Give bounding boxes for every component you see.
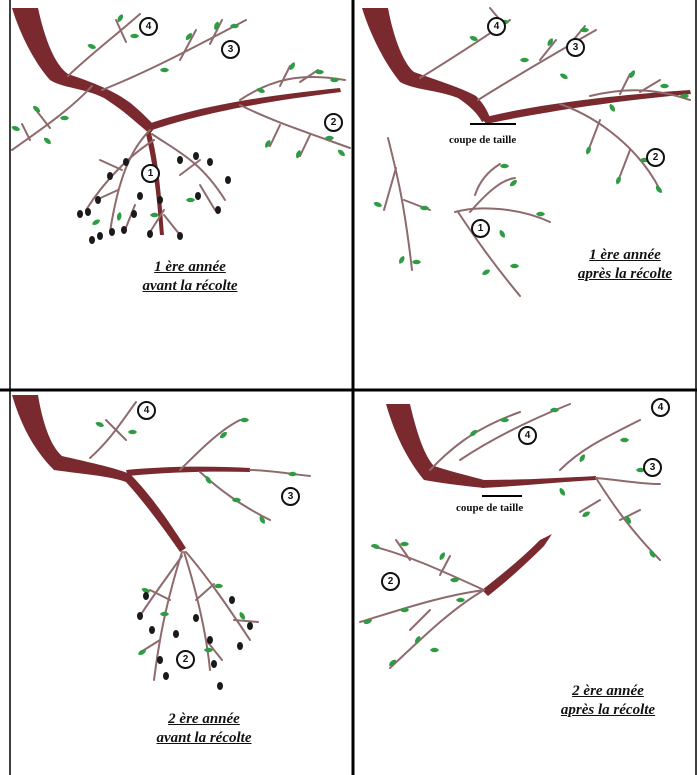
branch-number-badge: 1 — [141, 164, 160, 183]
caption-line-1: 2 ère année — [538, 682, 678, 701]
branch-number-badge: 3 — [221, 40, 240, 59]
branch-number-badge: 4 — [651, 398, 670, 417]
cut-label: coupe de taille — [449, 134, 516, 146]
branch-number-badge: 1 — [471, 219, 490, 238]
branch-number-badge: 3 — [281, 487, 300, 506]
branch-number-badge: 3 — [566, 38, 585, 57]
cut-branch-2 — [482, 534, 552, 596]
cut-label: coupe de taille — [456, 502, 523, 514]
panel-1-caption: 1 ère année avant la récolte — [120, 258, 260, 296]
caption-line-1: 2 ère année — [134, 710, 274, 729]
leaves — [373, 20, 689, 277]
caption-line-2: après la récolte — [555, 265, 695, 284]
branch-number-badge: 2 — [646, 148, 665, 167]
branch-number-badge: 4 — [139, 17, 158, 36]
twigs — [90, 402, 310, 680]
branch-2 — [482, 90, 691, 124]
panel-2-caption: 1 ère année après la récolte — [555, 246, 695, 284]
branch-2 — [148, 88, 341, 130]
panel-4-caption: 2 ère année après la récolte — [538, 682, 678, 720]
panel-4-drawing — [360, 404, 660, 668]
panel-1-drawing — [11, 8, 350, 244]
panel-3-drawing — [12, 395, 310, 690]
caption-line-2: après la récolte — [538, 701, 678, 720]
caption-line-2: avant la récolte — [120, 277, 260, 296]
panel-3-caption: 2 ère année avant la récolte — [134, 710, 274, 748]
branch-number-badge: 2 — [324, 113, 343, 132]
branch-3 — [126, 467, 250, 476]
branch-number-badge: 4 — [518, 426, 537, 445]
main-trunk — [362, 8, 490, 122]
branch-number-badge: 4 — [487, 17, 506, 36]
branch-number-badge: 2 — [176, 650, 195, 669]
caption-line-1: 1 ère année — [555, 246, 695, 265]
branch-number-badge: 3 — [643, 458, 662, 477]
branch-3 — [480, 476, 596, 488]
branch-number-badge: 4 — [137, 401, 156, 420]
caption-line-2: avant la récolte — [134, 729, 274, 748]
main-trunk — [12, 8, 156, 134]
branch-number-badge: 2 — [381, 572, 400, 591]
caption-line-1: 1 ère année — [120, 258, 260, 277]
twigs — [12, 14, 350, 235]
main-trunk — [386, 404, 484, 488]
